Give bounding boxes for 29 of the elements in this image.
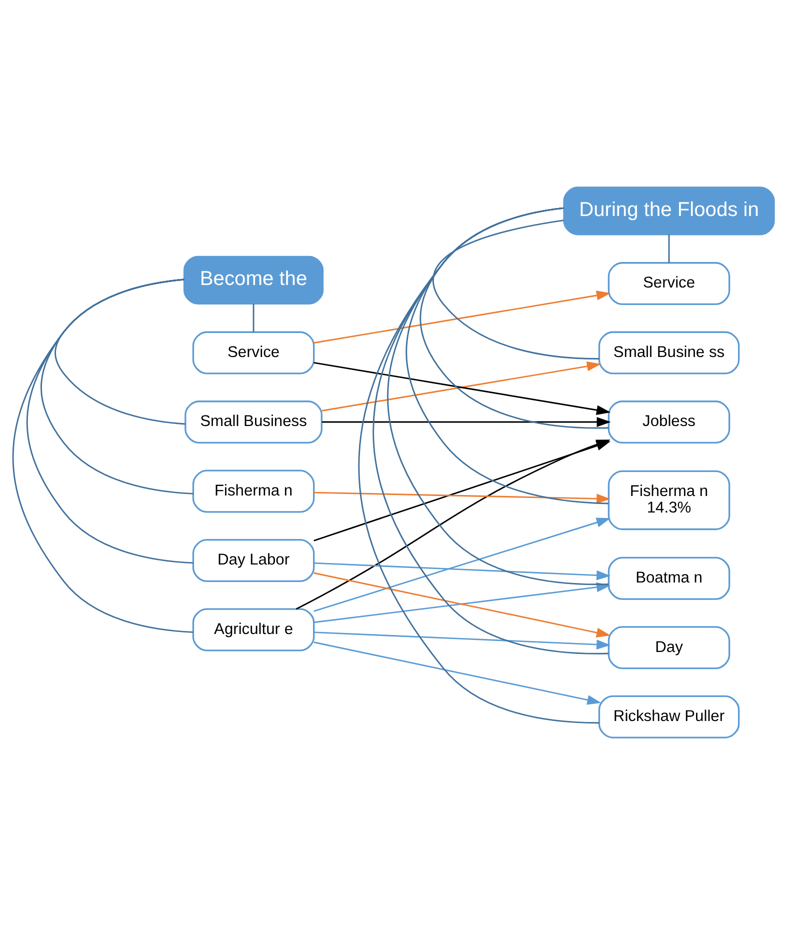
node-box: During the Floods in <box>563 186 775 236</box>
connector <box>668 234 670 263</box>
node-box: Small Business <box>184 400 322 444</box>
node-box: Fisherma n 14.3% <box>608 470 730 530</box>
node-box: Day Labor <box>192 539 315 582</box>
arrow <box>314 290 611 344</box>
connector <box>26 278 194 564</box>
node-box: Day <box>608 626 730 670</box>
node-box: Rickshaw Puller <box>598 695 740 738</box>
arrow <box>314 632 611 650</box>
node-box: Boatma n <box>608 556 730 600</box>
node-box: Fisherma n <box>192 470 315 513</box>
connector <box>12 278 194 633</box>
node-box: Service <box>608 262 730 306</box>
node-box: Small Busine ss <box>598 331 740 374</box>
node-box: Agricultur e <box>192 608 315 652</box>
arrow <box>314 562 611 580</box>
arrow <box>314 492 611 504</box>
arrow <box>314 642 602 705</box>
node-box: Become the <box>183 256 324 304</box>
node-box: Service <box>192 331 315 374</box>
connector <box>40 278 194 494</box>
connector <box>432 220 600 360</box>
node-box: Jobless <box>608 400 730 444</box>
connector <box>358 207 600 724</box>
arrow <box>322 417 611 427</box>
connector <box>252 304 254 332</box>
arrow <box>314 441 611 542</box>
connector <box>54 278 186 425</box>
